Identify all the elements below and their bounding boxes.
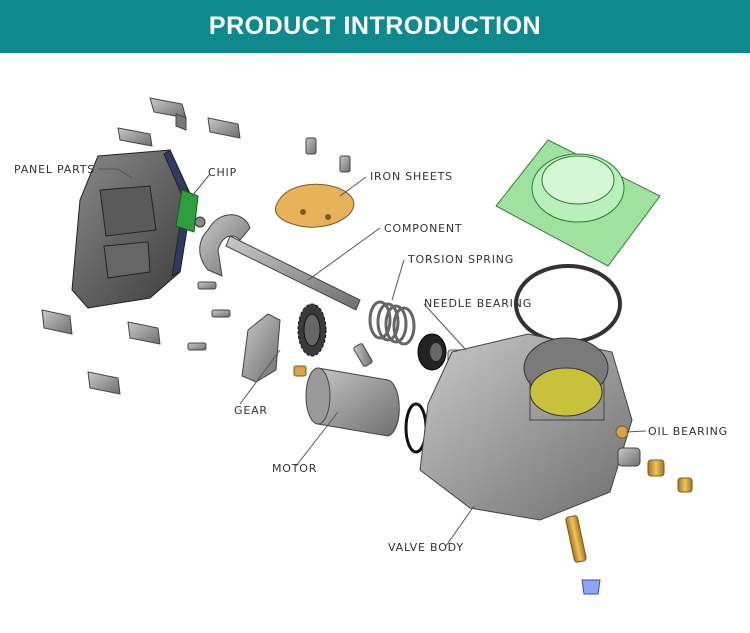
gear xyxy=(297,303,327,357)
label-panel-parts: PANEL PARTS xyxy=(14,163,95,176)
diagram-stage: PANEL PARTS CHIP IRON SHEETS COMPONENT T… xyxy=(0,53,750,633)
label-gear: GEAR xyxy=(234,404,268,417)
page-title: PRODUCT INTRODUCTION xyxy=(208,12,542,40)
label-oil-bearing: OIL BEARING xyxy=(648,425,728,438)
oil-bearings xyxy=(647,459,693,493)
iron-sheet xyxy=(275,183,355,228)
label-motor: MOTOR xyxy=(272,462,317,475)
gear-plate xyxy=(241,313,281,383)
label-torsion-spring: TORSION SPRING xyxy=(407,253,514,266)
panel-clips xyxy=(41,97,241,395)
component-shaft xyxy=(199,214,361,311)
valve-body xyxy=(419,333,641,521)
exploded-diagram: PANEL PARTS CHIP IRON SHEETS COMPONENT T… xyxy=(14,97,728,595)
pin xyxy=(353,343,373,367)
label-needle-bearing: NEEDLE BEARING xyxy=(424,297,532,310)
label-chip: CHIP xyxy=(208,166,237,179)
label-iron-sheets: IRON SHEETS xyxy=(370,170,453,183)
chip-board xyxy=(175,189,199,233)
screws xyxy=(187,137,351,351)
label-valve-body: VALVE BODY xyxy=(388,541,464,554)
torsion-spring xyxy=(368,300,416,346)
label-component: COMPONENT xyxy=(384,222,462,235)
cover xyxy=(495,139,661,267)
header-banner: PRODUCT INTRODUCTION xyxy=(0,0,750,53)
brass-pin xyxy=(565,515,601,595)
motor xyxy=(293,365,400,437)
panel-housing xyxy=(71,149,193,309)
leader-lines xyxy=(98,168,647,547)
